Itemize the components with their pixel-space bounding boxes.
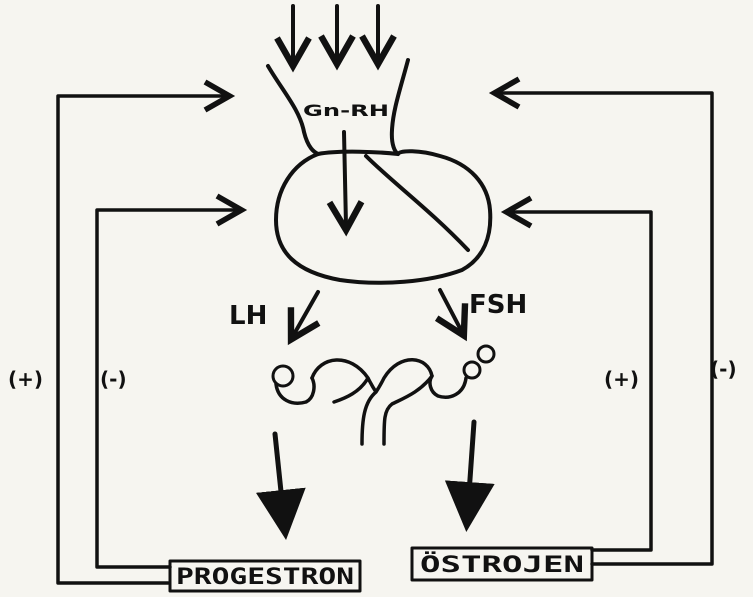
reproductive-organs [273, 346, 494, 444]
lh-arrow [293, 292, 318, 336]
estrogen-arrow [467, 422, 474, 522]
lh-label: LH [229, 301, 267, 331]
left-tube [276, 378, 314, 403]
progesterone-label: PROGESTRON [176, 565, 354, 590]
progesterone-arrow [275, 434, 285, 530]
fsh-arrow [440, 290, 462, 332]
gonadotropins: LH FSH [229, 290, 527, 336]
input-arrows [293, 6, 378, 62]
right-outer-sign: (-) [710, 357, 737, 381]
left-outer-loop [58, 96, 226, 583]
gnrh-arrow [344, 132, 346, 226]
right-feedback: (+) (-) [498, 93, 737, 564]
estrogen-label: ÖSTROJEN [420, 552, 584, 578]
left-inner-sign: (-) [100, 367, 127, 391]
pituitary-gland: Gn-RH [268, 60, 490, 283]
right-ovary [464, 362, 480, 378]
right-tube [430, 376, 466, 397]
right-ovary-top [478, 346, 494, 362]
right-inner-sign: (+) [604, 367, 639, 391]
left-outer-sign: (+) [8, 367, 43, 391]
uterus [312, 360, 432, 444]
progesterone-box: PROGESTRON [170, 561, 360, 591]
gnrh-label: Gn-RH [303, 101, 389, 120]
hypothalamus-stalk-right [392, 60, 408, 154]
estrogen-box: ÖSTROJEN [412, 548, 592, 580]
pituitary-divider [366, 156, 468, 250]
fsh-label: FSH [469, 290, 527, 320]
left-feedback: (+) (-) [8, 96, 238, 583]
right-outer-loop [498, 93, 712, 564]
output-arrows [275, 422, 474, 530]
